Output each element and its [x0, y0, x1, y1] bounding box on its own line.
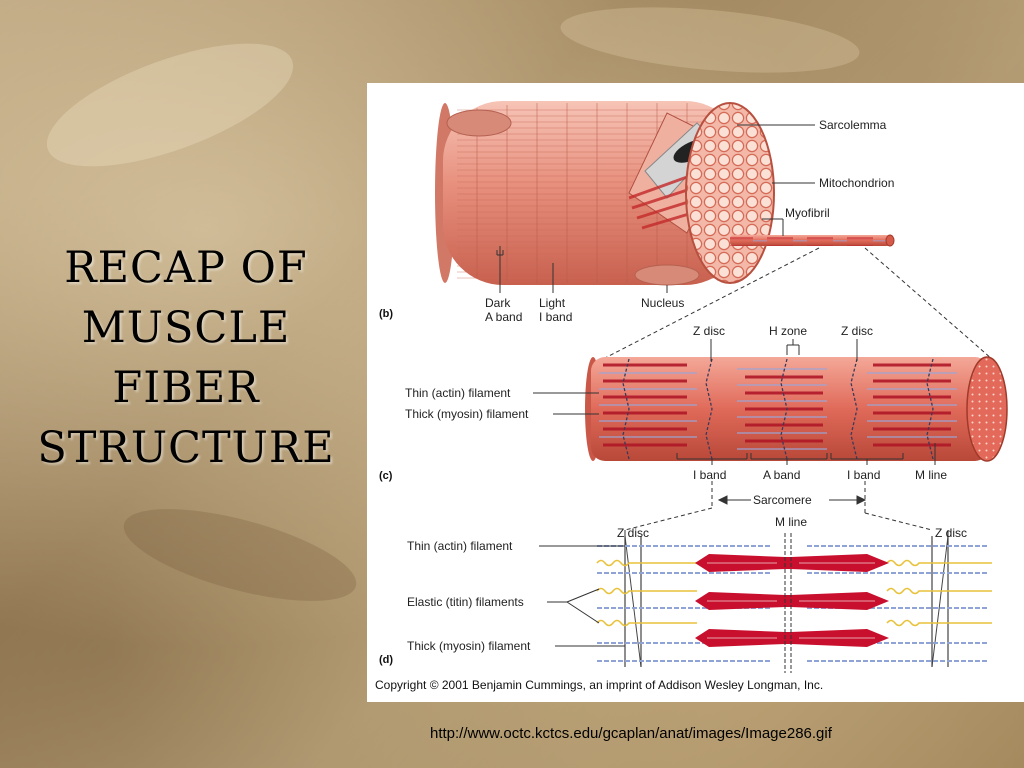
label-mitochondrion: Mitochondrion [819, 176, 894, 190]
panel-label-c: (c) [379, 470, 393, 482]
slide-title: RECAP OF MUSCLE FIBER STRUCTURE [0, 238, 372, 478]
title-line: STRUCTURE [37, 423, 335, 473]
background-texture [115, 490, 365, 620]
label-a-band-c: A band [763, 468, 800, 482]
label-m-line-d: M line [775, 515, 807, 529]
background-texture [32, 18, 308, 192]
label-nucleus: Nucleus [641, 296, 684, 310]
label-z-disc-d-right: Z disc [935, 526, 967, 540]
copyright-notice: Copyright © 2001 Benjamin Cummings, an i… [375, 678, 823, 692]
label-dark: Dark [485, 296, 511, 310]
label-myofibril: Myofibril [785, 206, 830, 220]
label-z-disc-c-right: Z disc [841, 324, 873, 338]
label-i-band-c-right: I band [847, 468, 880, 482]
source-url: http://www.octc.kctcs.edu/gcaplan/anat/i… [430, 725, 832, 742]
background-texture [557, 0, 863, 83]
title-line: FIBER [112, 363, 260, 413]
title-line: RECAP OF [64, 243, 308, 293]
panel-c-myofibril [585, 356, 1008, 462]
label-h-zone: H zone [769, 324, 807, 338]
label-light: Light [539, 296, 566, 310]
panel-label-b: (b) [379, 308, 393, 320]
label-thick-filament-c: Thick (myosin) filament [405, 407, 529, 421]
panel-d-sarcomere [596, 533, 992, 673]
label-sarcolemma: Sarcolemma [819, 118, 887, 132]
muscle-fiber-diagram: Sarcolemma Mitochondrion Myofibril Dark … [367, 83, 1024, 702]
label-i-band: I band [539, 310, 572, 324]
label-i-band-c-left: I band [693, 468, 726, 482]
title-line: MUSCLE [81, 303, 291, 353]
panel-label-d: (d) [379, 654, 393, 666]
label-z-disc-c-left: Z disc [693, 324, 725, 338]
label-sarcomere: Sarcomere [753, 493, 812, 507]
label-m-line-c: M line [915, 468, 947, 482]
panel-b-fiber [435, 101, 895, 286]
label-thin-filament-c: Thin (actin) filament [405, 386, 511, 400]
label-thin-filament-d: Thin (actin) filament [407, 539, 513, 553]
label-elastic-filaments: Elastic (titin) filaments [407, 595, 524, 609]
label-z-disc-d-left: Z disc [617, 526, 649, 540]
label-thick-filament-d: Thick (myosin) filament [407, 639, 531, 653]
label-a-band: A band [485, 310, 522, 324]
